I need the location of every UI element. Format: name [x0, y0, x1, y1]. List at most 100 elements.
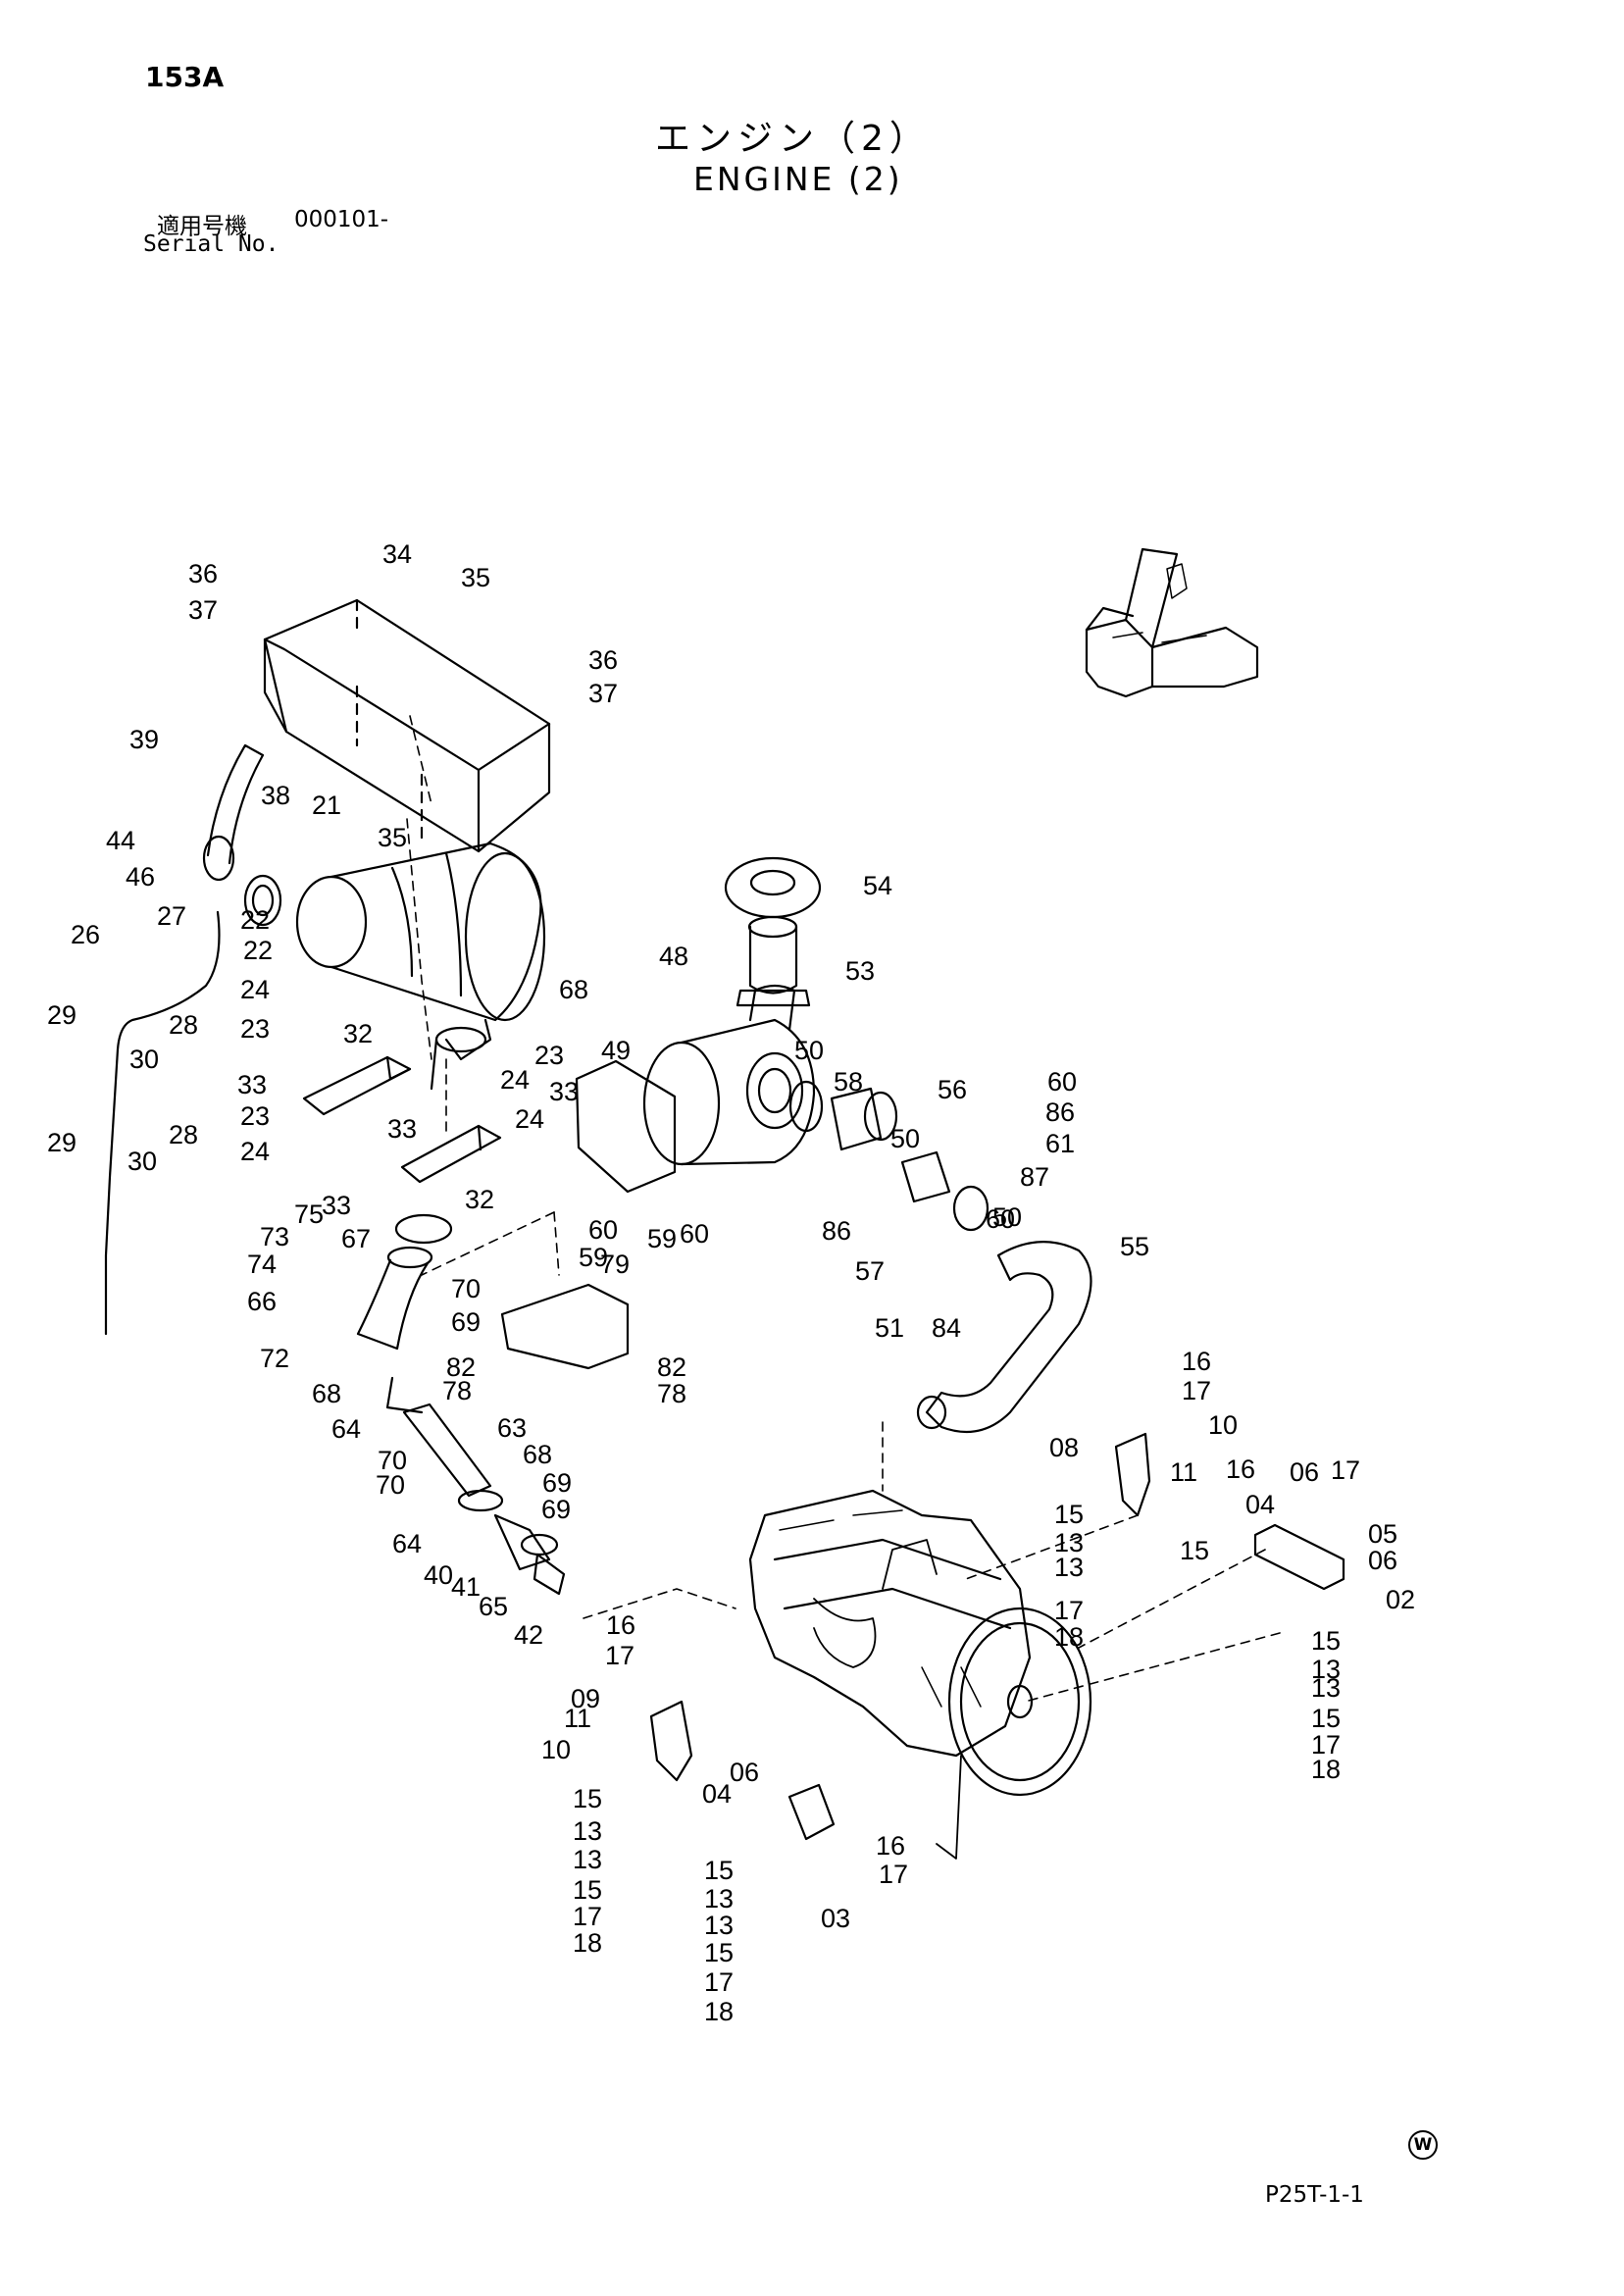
part-callout-35: 35 [461, 563, 490, 592]
part-callout-17: 17 [605, 1641, 634, 1670]
part-callout-86: 86 [822, 1216, 851, 1246]
part-callout-82: 82 [446, 1352, 476, 1382]
part-callout-30: 30 [129, 1045, 159, 1074]
part-callout-60: 60 [1047, 1067, 1077, 1097]
part-callout-28: 28 [169, 1010, 198, 1040]
part-callout-24: 24 [515, 1104, 544, 1134]
part-callout-53: 53 [845, 956, 875, 986]
part-callout-46: 46 [126, 862, 155, 892]
intake-hoses [788, 1080, 990, 1232]
intake-pipe [925, 1241, 1092, 1434]
part-callout-84: 84 [932, 1313, 961, 1343]
bracket-49 [575, 1059, 677, 1194]
part-callout-60: 60 [986, 1204, 1015, 1234]
part-callout-10: 10 [541, 1735, 571, 1764]
part-callout-24: 24 [500, 1065, 530, 1095]
part-callout-72: 72 [260, 1344, 289, 1373]
part-callout-69: 69 [451, 1307, 481, 1337]
part-callout-36: 36 [588, 645, 618, 675]
part-callout-64: 64 [331, 1414, 361, 1444]
part-callout-18: 18 [704, 1997, 734, 2026]
part-callout-59: 59 [579, 1243, 608, 1272]
part-callout-67: 67 [341, 1224, 371, 1253]
part-callout-17: 17 [879, 1860, 908, 1889]
part-callout-15: 15 [1311, 1626, 1341, 1656]
part-callout-87: 87 [1020, 1162, 1049, 1192]
part-callout-39: 39 [129, 725, 159, 754]
part-callout-33: 33 [322, 1191, 351, 1220]
part-callout-11: 11 [1170, 1457, 1197, 1487]
part-callout-13: 13 [1054, 1528, 1084, 1557]
part-callout-13: 13 [573, 1816, 602, 1846]
part-callout-38: 38 [261, 781, 290, 810]
part-callout-55: 55 [1120, 1232, 1149, 1261]
part-callout-17: 17 [1311, 1730, 1341, 1760]
part-callout-86: 86 [1045, 1097, 1075, 1127]
part-callout-08: 08 [1049, 1433, 1079, 1462]
part-callout-41: 41 [451, 1572, 481, 1602]
air-cleaner [642, 984, 816, 1166]
engine-block [748, 1489, 1092, 1860]
part-callout-15: 15 [1054, 1500, 1084, 1529]
part-callout-70: 70 [451, 1274, 481, 1303]
serial-value: 000101- [294, 207, 389, 232]
part-callout-70: 70 [378, 1446, 407, 1475]
part-callout-13: 13 [1311, 1673, 1341, 1703]
part-callout-63: 63 [497, 1413, 527, 1443]
part-callout-16: 16 [876, 1831, 905, 1861]
part-callout-03: 03 [821, 1904, 850, 1933]
part-callout-61: 61 [1045, 1129, 1075, 1158]
part-callout-79: 79 [600, 1250, 630, 1279]
part-callout-73: 73 [260, 1222, 289, 1251]
part-callout-18: 18 [1054, 1622, 1084, 1652]
part-callout-50: 50 [794, 1036, 824, 1065]
part-callout-18: 18 [573, 1928, 602, 1958]
part-callout-18: 18 [1311, 1755, 1341, 1784]
leader-dashes [406, 715, 1281, 1703]
part-callout-60: 60 [680, 1219, 709, 1249]
part-callout-34: 34 [382, 539, 412, 569]
part-callout-51: 51 [875, 1313, 904, 1343]
part-callout-15: 15 [573, 1875, 602, 1905]
part-callout-49: 49 [601, 1036, 631, 1065]
part-callout-44: 44 [106, 826, 135, 855]
part-callout-78: 78 [442, 1376, 472, 1405]
part-callout-40: 40 [424, 1560, 453, 1590]
part-callout-23: 23 [534, 1041, 564, 1070]
drain-tube [104, 910, 221, 1336]
part-callout-13: 13 [704, 1884, 734, 1913]
muffler-body [295, 842, 546, 1091]
part-callout-64: 64 [392, 1529, 422, 1558]
part-callout-17: 17 [573, 1902, 602, 1931]
part-callout-06: 06 [1290, 1457, 1319, 1487]
part-callout-15: 15 [704, 1856, 734, 1885]
part-callout-17: 17 [704, 1967, 734, 1997]
page-title-japanese: エンジン（2） [655, 119, 931, 159]
part-callout-66: 66 [247, 1287, 277, 1316]
part-callout-24: 24 [240, 975, 270, 1004]
part-callout-29: 29 [47, 1000, 76, 1030]
part-callout-21: 21 [312, 791, 341, 820]
part-callout-22: 22 [240, 905, 270, 935]
heat-shield [500, 1283, 630, 1370]
part-callout-04: 04 [1245, 1490, 1275, 1519]
part-callout-78: 78 [657, 1379, 686, 1408]
part-callout-58: 58 [834, 1067, 863, 1097]
part-callout-32: 32 [465, 1185, 494, 1214]
part-callout-28: 28 [169, 1120, 198, 1149]
part-callout-50: 50 [890, 1124, 920, 1153]
part-callout-59: 59 [647, 1224, 677, 1253]
part-callout-24: 24 [240, 1137, 270, 1166]
orientation-arrow-icon [1085, 547, 1259, 698]
w-circle-icon: W [1408, 2130, 1438, 2160]
part-callout-37: 37 [188, 595, 218, 625]
part-callout-16: 16 [1226, 1454, 1255, 1484]
part-callout-13: 13 [1054, 1553, 1084, 1582]
drawing-code: P25T-1-1 [1265, 2182, 1364, 2208]
part-callout-33: 33 [387, 1114, 417, 1144]
part-callout-27: 27 [157, 901, 186, 931]
part-callout-82: 82 [657, 1352, 686, 1382]
part-callout-09: 09 [571, 1684, 600, 1713]
